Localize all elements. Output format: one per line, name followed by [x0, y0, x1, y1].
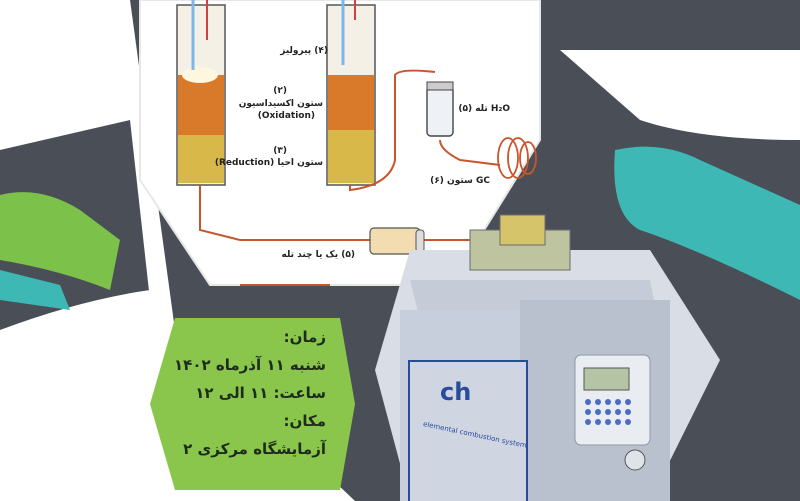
label-gc-column: GC ستون (۶) — [430, 176, 490, 186]
white-curve-left — [0, 290, 160, 420]
event-hours: ساعت: ۱۱ الی ۱۲ — [195, 384, 326, 402]
label-pyrolysis: (۴) پیرولیز — [280, 46, 328, 56]
time-label: زمان: — [283, 328, 326, 346]
event-place: آزمایشگاه مرکزی ۲ — [183, 440, 326, 458]
event-info-box: زمان: شنبه ۱۱ آذرماه ۱۴۰۲ ساعت: ۱۱ الی ۱… — [150, 318, 342, 490]
event-date: شنبه ۱۱ آذرماه ۱۴۰۲ — [174, 356, 326, 374]
instrument-photo — [375, 214, 720, 501]
label-reduction: ستون احیا (Reduction) — [214, 158, 323, 168]
gc-column-coil — [497, 137, 537, 179]
info-hexagon — [150, 318, 355, 490]
label-reduction-number: (۳) — [273, 146, 287, 156]
teal-accent-shape — [614, 146, 800, 300]
place-label: مکان: — [283, 412, 326, 430]
label-oxidation-en: (Oxidation) — [257, 111, 315, 121]
label-h2o-trap: H₂O تله (۵) — [458, 104, 510, 114]
instrument-brand: ch — [440, 378, 472, 406]
green-accent-shape — [0, 192, 120, 290]
label-oxidation-fa: ستون اکسیداسیون — [238, 99, 323, 109]
teal-accent-small — [0, 270, 70, 310]
oxidation-column-2 — [326, 0, 376, 186]
traps-cartridge — [369, 227, 425, 255]
label-oxidation-number: (۲) — [273, 86, 287, 96]
h2o-trap — [426, 81, 454, 137]
white-curve-right — [560, 50, 800, 140]
pyrolysis-column-1 — [176, 0, 226, 186]
label-traps: (۵) یک یا چند تله — [281, 250, 356, 260]
